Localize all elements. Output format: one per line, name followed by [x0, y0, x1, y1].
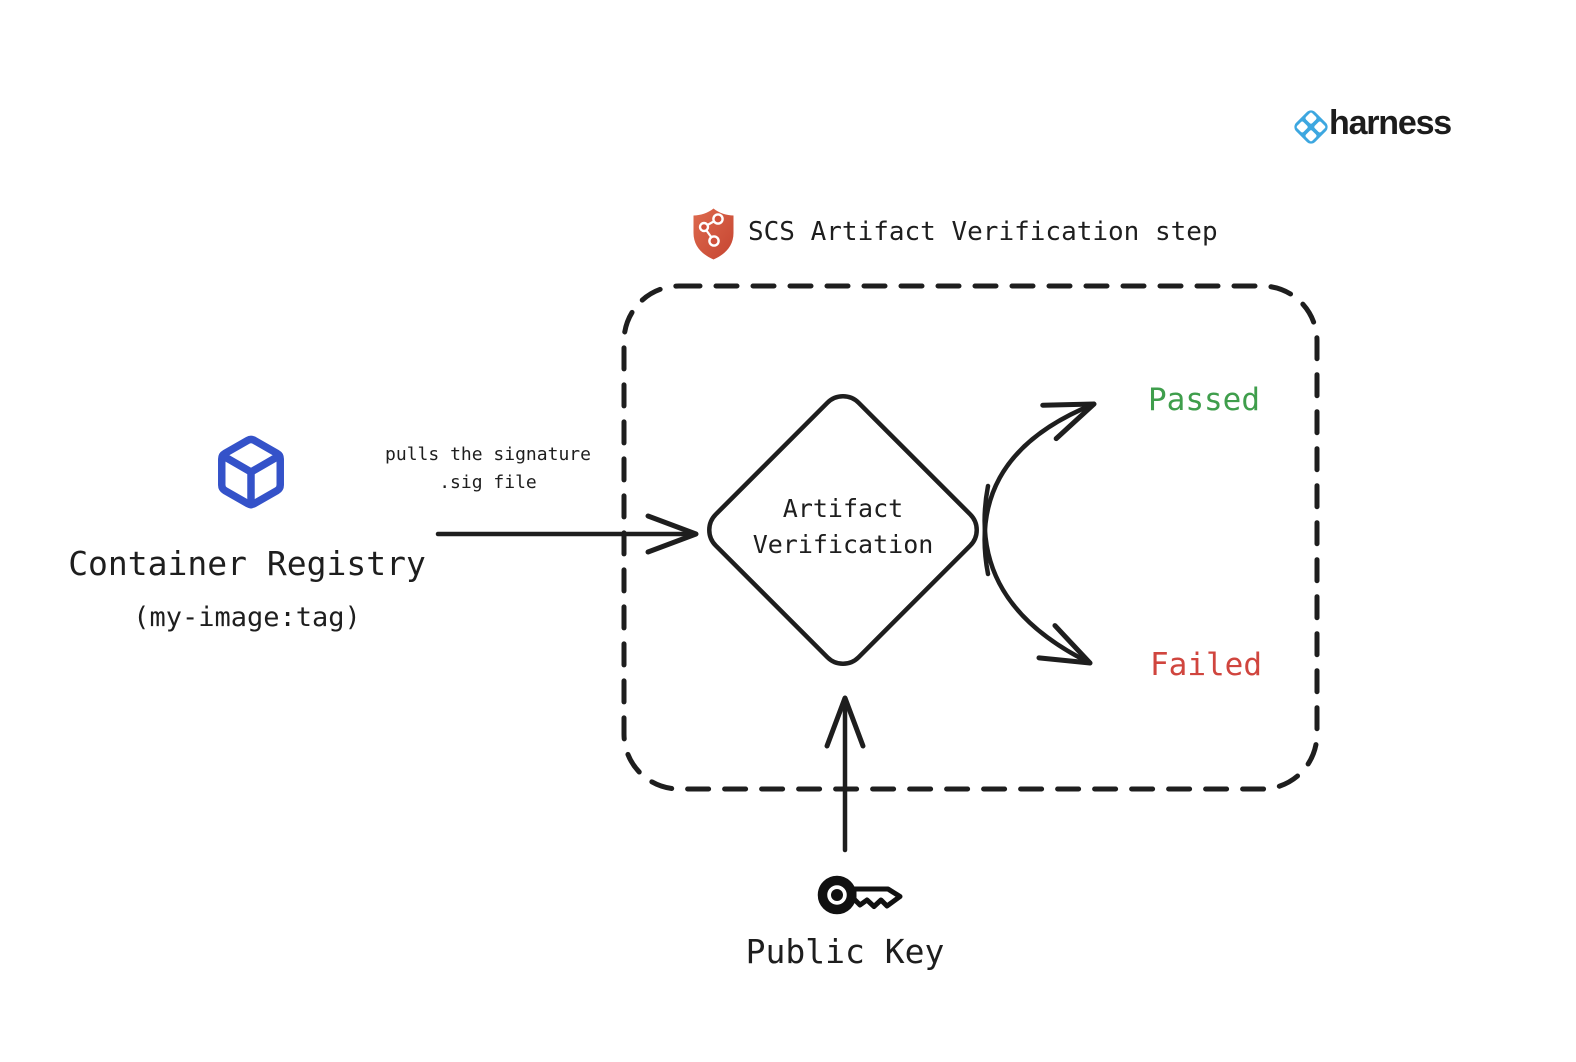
- failed-label: Failed: [1150, 647, 1262, 683]
- container-registry-title: Container Registry: [68, 544, 426, 583]
- harness-diamond-icon: [1294, 110, 1328, 144]
- artifact-verification-label: Artifact Verification: [752, 494, 934, 559]
- scs-step-boundary: [621, 283, 1320, 792]
- cube-icon: [218, 435, 284, 509]
- public-key-label: Public Key: [745, 932, 945, 971]
- passed-arrow: [982, 401, 1097, 577]
- key-icon: [817, 875, 903, 915]
- step-title: SCS Artifact Verification step: [748, 217, 1218, 247]
- failed-arrow: [982, 483, 1093, 666]
- container-registry-subtitle: (my-image:tag): [133, 602, 361, 633]
- harness-wordmark: harness: [1329, 104, 1452, 142]
- supply-chain-shield-icon: [693, 208, 734, 260]
- pull-signature-label: pulls the signature .sig file: [385, 444, 591, 493]
- passed-label: Passed: [1148, 382, 1260, 418]
- artifact-verification-diamond: [707, 394, 979, 666]
